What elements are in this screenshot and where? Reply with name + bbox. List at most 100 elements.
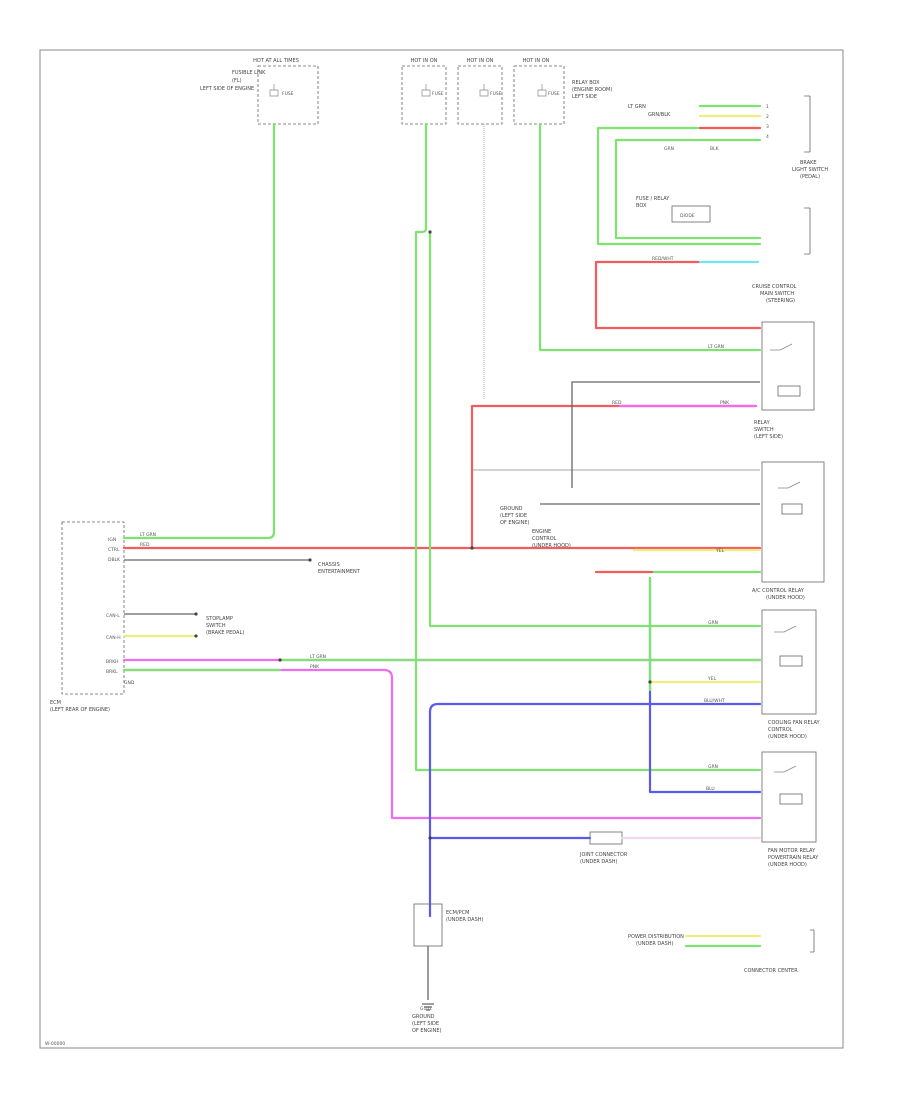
ground-label-2: (LEFT SIDE xyxy=(412,1021,439,1027)
rw-label-2: SWITCH xyxy=(754,427,774,433)
ecm-block: ECM (LEFT REAR OF ENGINE) IGN CTRL DBLK … xyxy=(50,521,135,713)
relay-cooling-fan: COOLING FAN RELAY CONTROL (UNDER HOOD) xyxy=(761,720,821,843)
ecm-pin-2: CTRL xyxy=(108,547,120,553)
wire-red-vertical xyxy=(470,404,758,550)
wire-label-red-loop: RED/WHT xyxy=(652,256,674,262)
fuse-4-side-2: (ENGINE ROOM) xyxy=(572,87,612,93)
diode-bracket xyxy=(804,207,811,255)
fuse-2-title: HOT IN ON xyxy=(411,58,438,64)
mid-conn-label-3: (UNDER HOOD) xyxy=(532,543,571,549)
cruise-contact xyxy=(770,343,793,351)
fan-relay-label-1: FAN MOTOR RELAY xyxy=(768,848,816,854)
ac-relay-label-1: A/C CONTROL RELAY xyxy=(752,588,805,594)
fuse-4-side-1: RELAY BOX xyxy=(572,80,600,86)
diode-box: FUSE / RELAY BOX DIODE xyxy=(636,196,811,255)
splice-dot-blue xyxy=(428,836,432,840)
wire-label-yel-right: YEL xyxy=(715,548,725,554)
wire-label-grn-ac: GRN xyxy=(708,620,718,626)
wire-green-fuse4 xyxy=(538,122,762,352)
top-switch-wire-label-1: LT GRN xyxy=(628,104,646,110)
cooling-relay-label-1: COOLING FAN RELAY xyxy=(768,720,821,726)
ground-label-1: GROUND xyxy=(412,1014,435,1020)
ecm-pin-5: CAN-H xyxy=(106,635,121,641)
cruise-label-2: MAIN SWITCH xyxy=(760,291,794,297)
wire-label-grn-cool: GRN xyxy=(708,764,718,770)
top-switch-pin-2: 2 xyxy=(766,114,769,120)
splice-dot-ecm xyxy=(278,658,282,662)
ground-left-label-1: GROUND xyxy=(500,506,523,512)
top-switch-wire-label-2: GRN/BLK xyxy=(648,112,671,118)
top-switch-label-3: (PEDAL) xyxy=(800,174,820,180)
relay-ac-control: A/C CONTROL RELAY (UNDER HOOD) xyxy=(752,588,817,715)
top-switch-label-1: BRAKE xyxy=(800,160,817,166)
ac-relay-contact xyxy=(774,625,797,633)
wire-blue-main xyxy=(428,702,762,918)
wire-label-red-ecm: RED xyxy=(140,542,150,548)
fuse-4-fuse-label: FUSE xyxy=(548,91,560,97)
cooling-relay-coil xyxy=(779,793,803,805)
wire-label-red-upper: RED xyxy=(612,400,622,406)
connector-center: POWER DISTRIBUTION (UNDER DASH) CONNECTO… xyxy=(628,929,815,974)
mid-conn-label-1: ENGINE xyxy=(532,529,551,535)
splice-dot-red xyxy=(470,546,474,550)
fuse-1-box xyxy=(257,65,319,125)
mid-conn-label-2: CONTROL xyxy=(532,536,557,542)
right-conn-label-2: (UNDER DASH) xyxy=(580,859,618,865)
top-switch-pin-3: 3 xyxy=(766,124,769,130)
top-switch-label-2: LIGHT SWITCH xyxy=(792,167,828,173)
wire-green-fuse1-ecm xyxy=(122,122,276,540)
diode-box-outline xyxy=(671,205,711,223)
cruise-switch-box xyxy=(761,321,815,411)
connector-center-bracket xyxy=(810,929,815,953)
top-switch-bracket xyxy=(804,95,811,153)
stoplamp-dot-1 xyxy=(194,612,198,616)
ecm-box xyxy=(61,521,125,695)
fuse-3-box xyxy=(457,65,503,125)
rw-label-3: (LEFT SIDE) xyxy=(754,434,783,440)
fuse-1-line1: FUSIBLE LINK xyxy=(232,70,266,76)
cooling-relay-label-3: (UNDER HOOD) xyxy=(768,734,807,740)
wire-label-ltgrn-cruise: LT GRN xyxy=(708,344,724,350)
fuse-1-fuse-label: FUSE xyxy=(282,91,294,97)
wire-red-loop xyxy=(594,260,762,330)
ground-left-label-3: OF ENGINE) xyxy=(500,520,530,526)
cruise-label-1: CRUISE CONTROL xyxy=(752,284,797,290)
ac-relay-label-2: (UNDER HOOD) xyxy=(766,595,805,601)
relay-rw: RELAY SWITCH (LEFT SIDE) xyxy=(754,420,825,583)
connector-center-a: POWER DISTRIBUTION xyxy=(628,934,684,940)
ecm-pin-1: IGN xyxy=(108,537,116,543)
stoplamp-label-2: SWITCH xyxy=(206,623,226,629)
fuse-1-line2: (FL) xyxy=(232,78,242,84)
splice-dot-green xyxy=(428,230,432,234)
ecm-pin-8: GND xyxy=(124,680,135,686)
fuse-3-fuse-label: FUSE xyxy=(490,91,502,97)
ground-label-4: G101 xyxy=(420,1006,432,1012)
fuse-4-title: HOT IN ON xyxy=(523,58,550,64)
fan-relay-label-2: POWERTRAIN RELAY xyxy=(768,855,819,861)
fuse-4-element xyxy=(537,84,547,97)
ground-dot-chassis xyxy=(308,558,312,562)
connector-center-title: CONNECTOR CENTER xyxy=(744,968,798,974)
wire-top-3 xyxy=(596,126,762,246)
fuse-1-title: HOT AT ALL TIMES xyxy=(253,58,299,64)
ecm-bottom-label-2: (UNDER DASH) xyxy=(446,917,484,923)
relay-cruise: CRUISE CONTROL MAIN SWITCH (STEERING) xyxy=(752,284,815,411)
ecm-sublabel: (LEFT REAR OF ENGINE) xyxy=(50,707,110,713)
entertainment-connector-label: ENTERTAINMENT xyxy=(318,569,361,575)
top-switch-pin-1: 1 xyxy=(766,104,769,110)
diagram-frame xyxy=(39,49,844,1049)
wire-label-top-grn: GRN xyxy=(664,146,674,152)
diode-label-2: BOX xyxy=(636,203,647,209)
wire-black-upper xyxy=(571,381,760,488)
right-conn-label-1: JOINT CONNECTOR xyxy=(579,852,628,858)
wire-pink-ecm-lower xyxy=(122,668,762,820)
cooling-relay-label-2: CONTROL xyxy=(768,727,793,733)
diode-box-text: DIODE xyxy=(680,213,695,219)
top-switch-pin-4: 4 xyxy=(766,134,769,140)
cooling-relay-contact xyxy=(774,765,797,773)
fuse-block-1: HOT AT ALL TIMES FUSIBLE LINK (FL) LEFT … xyxy=(200,58,319,125)
figure-code: W-00000 xyxy=(45,1041,65,1047)
fan-relay-label-3: (UNDER HOOD) xyxy=(768,862,807,868)
ecm-pin-6: BRKH xyxy=(106,659,119,665)
